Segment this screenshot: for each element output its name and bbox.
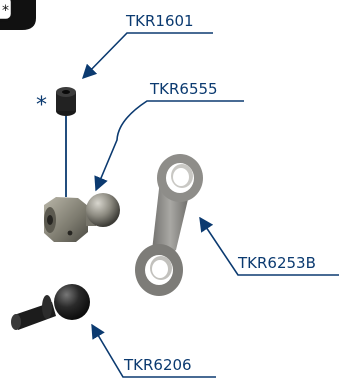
leader-line-tkr6253b — [199, 216, 339, 276]
part-label-tkr6206: TKR6206 — [123, 356, 192, 374]
ball-stud-part — [44, 193, 120, 242]
part-label-tkr6253b: TKR6253B — [237, 254, 316, 272]
leader-line-tkr6206 — [91, 323, 216, 378]
leader-line-tkr1601 — [81, 32, 213, 80]
ball-end-part — [11, 284, 90, 330]
label-tkr6555[interactable]: TKR6555 — [94, 80, 244, 192]
link-arm-part — [135, 154, 203, 296]
label-tkr6253b[interactable]: TKR6253B — [199, 216, 339, 276]
label-tkr1601[interactable]: TKR1601 — [81, 12, 213, 80]
corner-badge-text: * — [2, 3, 9, 19]
asterisk-marker: * — [36, 93, 47, 118]
label-tkr6206[interactable]: TKR6206 — [91, 323, 216, 378]
leader-line-tkr6555 — [94, 100, 244, 192]
corner-badge: * — [0, 0, 36, 30]
part-label-tkr1601: TKR1601 — [125, 12, 194, 30]
part-label-tkr6555: TKR6555 — [149, 80, 218, 98]
set-screw-part — [56, 87, 76, 116]
